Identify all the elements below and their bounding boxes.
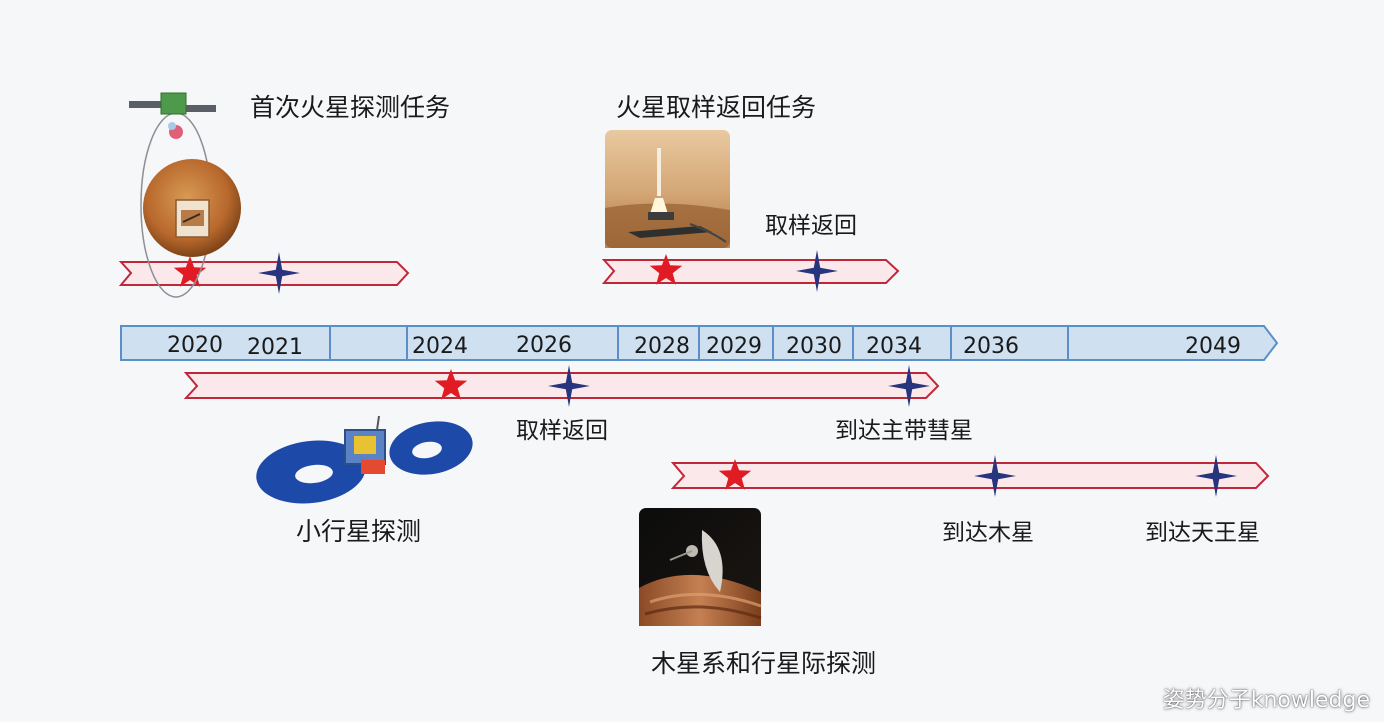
- mars-orbiter-illustration: [129, 92, 241, 298]
- mars-first-title: 首次火星探测任务: [250, 93, 450, 122]
- jupiter-milestone-2: 到达天王星: [1145, 520, 1260, 546]
- jupiter-title: 木星系和行星际探测: [651, 649, 876, 678]
- asteroid-title: 小行星探测: [296, 517, 421, 546]
- year-2026: 2026: [516, 333, 572, 358]
- year-2049: 2049: [1185, 334, 1241, 359]
- year-2021: 2021: [247, 335, 303, 360]
- mars-first-arrival-star: [258, 252, 300, 294]
- mars-sample-return-milestone-star: [796, 250, 838, 292]
- watermark: 姿势分子knowledge: [1162, 688, 1370, 713]
- jupiter-milestone-1: 到达木星: [942, 520, 1034, 546]
- year-2020: 2020: [167, 333, 223, 358]
- year-2028: 2028: [634, 334, 690, 359]
- asteroid-launch-star: [434, 369, 468, 400]
- arrow-jupiter: [670, 462, 1270, 489]
- probe-dish: [701, 530, 723, 592]
- mission-markers: [173, 250, 1237, 497]
- mission-labels: 首次火星探测任务 火星取样返回任务 取样返回 取样返回 到达主带彗星 小行星探测…: [250, 93, 1260, 678]
- orbiter-body: [160, 92, 187, 115]
- jupiter-launch-star: [718, 459, 752, 490]
- year-2036: 2036: [963, 334, 1019, 359]
- year-2030: 2030: [786, 334, 842, 359]
- jupiter-milestone-2-star: [1195, 455, 1237, 497]
- asteroid-milestone-2: 到达主带彗星: [835, 418, 973, 444]
- solar-panel-right: [185, 105, 216, 112]
- mars-sample-return-milestone: 取样返回: [765, 213, 857, 239]
- year-2029: 2029: [706, 334, 762, 359]
- year-2024: 2024: [412, 334, 468, 359]
- asteroid-milestone-1-star: [548, 365, 590, 407]
- mars-sample-return-launch-star: [649, 254, 683, 285]
- launch-plume: [657, 148, 661, 196]
- asteroid-milestone-1: 取样返回: [516, 418, 608, 444]
- mars-first-launch-star: [173, 256, 207, 287]
- jupiter-surface: [639, 574, 761, 626]
- solar-panel-left: [129, 101, 162, 108]
- timeline-year-labels: 2020 2021 2024 2026 2028 2029 2030 2034 …: [167, 333, 1241, 360]
- main-timeline: 2020 2021 2024 2026 2028 2029 2030 2034 …: [120, 325, 1279, 361]
- year-2034: 2034: [866, 334, 922, 359]
- jupiter-probe-photo: [639, 508, 762, 626]
- asteroid-probe-illustration: [256, 415, 473, 504]
- lander-platform: [628, 226, 712, 238]
- timeline-dividers: [329, 326, 1069, 360]
- jupiter-milestone-1-star: [974, 455, 1016, 497]
- mars-lander-photo: [605, 130, 730, 248]
- arrow-mars-sample-return: [601, 259, 900, 284]
- mars-sample-return-title: 火星取样返回任务: [616, 93, 816, 122]
- asteroid-milestone-2-star: [888, 365, 930, 407]
